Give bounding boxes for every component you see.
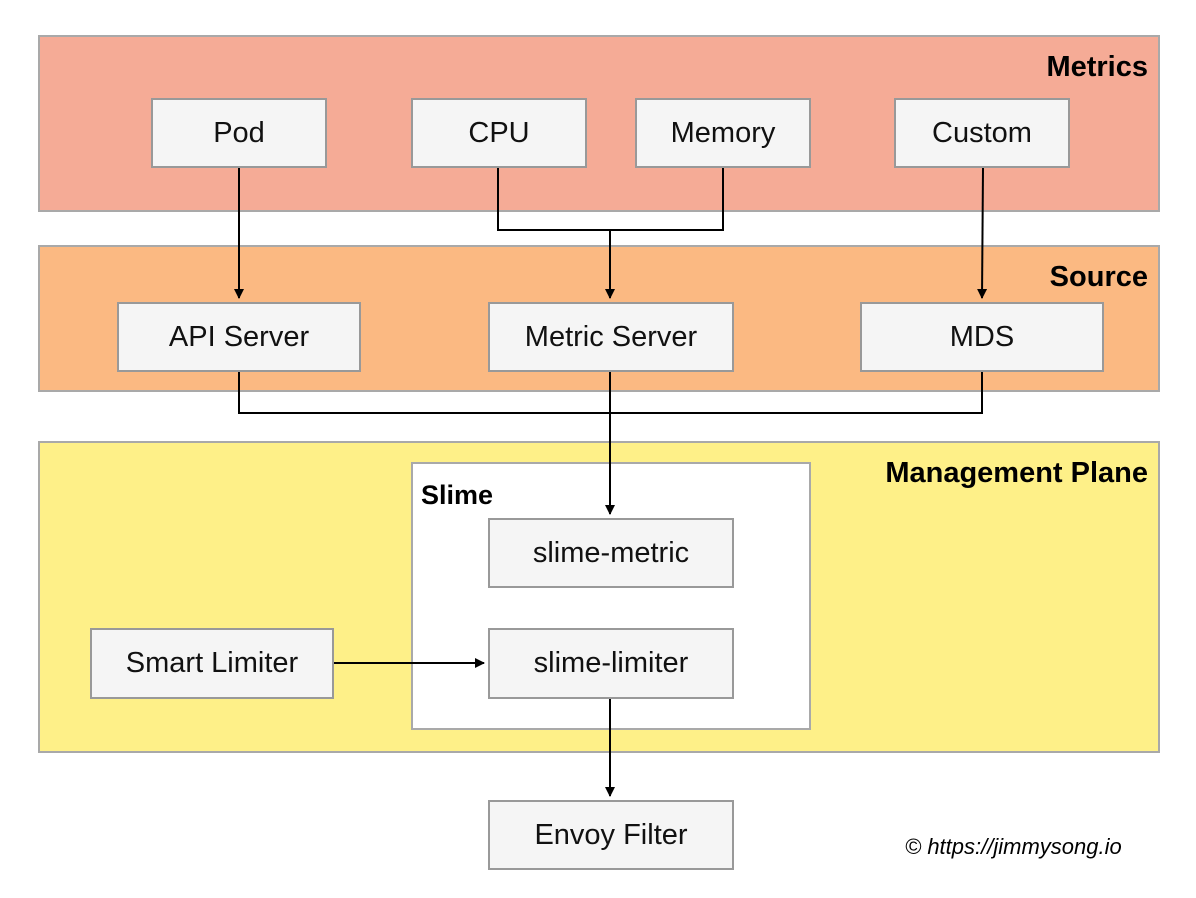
mds-node: MDS [860,302,1104,372]
credit-text: © https://jimmysong.io [905,834,1122,859]
management-plane-layer-title: Management Plane [885,457,1148,489]
cpu-node: CPU [411,98,587,168]
cpu-memory-merge-line [497,168,724,231]
memory-node: Memory [635,98,811,168]
slime-group-title: Slime [421,480,494,510]
custom-node: Custom [894,98,1070,168]
pod-node: Pod [151,98,327,168]
api-server-node: API Server [117,302,361,372]
source-layer-title: Source [1049,261,1148,293]
metrics-layer-title: Metrics [1046,51,1148,83]
custom-to-mds-arrow [977,167,988,299]
metric-server-node: Metric Server [488,302,734,372]
envoy-filter-node: Envoy Filter [488,800,734,870]
slime-metric-node: slime-metric [488,518,734,588]
slime-limiter-node: slime-limiter [488,628,734,699]
smart-limiter-node: Smart Limiter [90,628,334,699]
